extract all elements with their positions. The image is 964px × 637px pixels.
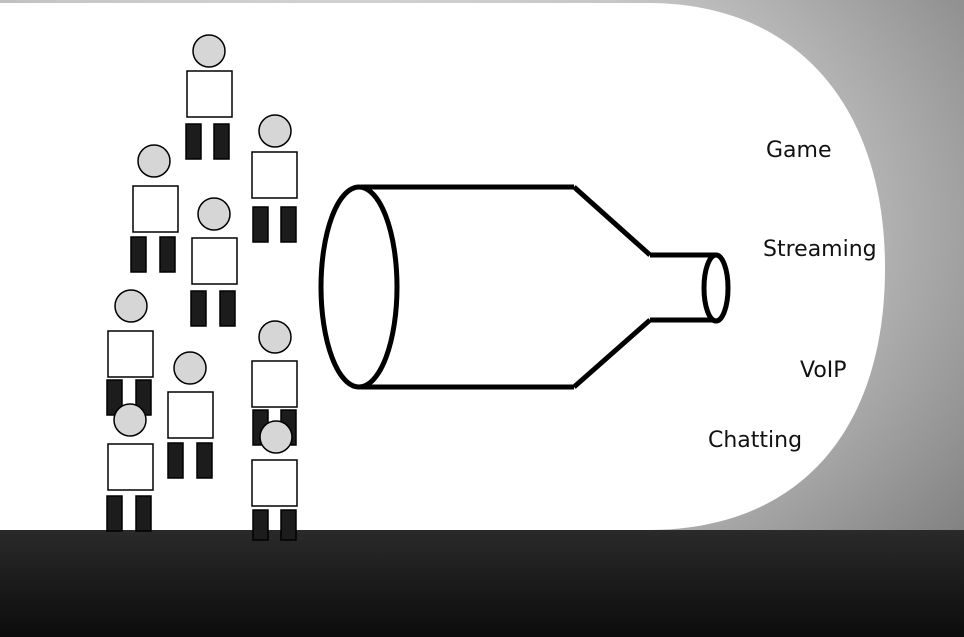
person-head <box>115 290 147 322</box>
label-game: Game <box>766 140 832 162</box>
person-body <box>192 238 237 284</box>
person-body <box>252 152 297 198</box>
bottle-mouth <box>321 187 397 387</box>
person-leg <box>253 207 268 242</box>
person-head <box>198 198 230 230</box>
person-head <box>174 352 206 384</box>
person-head <box>114 404 146 436</box>
person-leg <box>186 124 201 159</box>
ground-band <box>0 530 964 637</box>
person-leg <box>168 443 183 478</box>
person-leg <box>160 237 175 272</box>
label-voip: VoIP <box>800 360 847 382</box>
person-leg <box>197 443 212 478</box>
person-head <box>260 421 292 453</box>
person-head <box>138 145 170 177</box>
person-body <box>187 71 232 117</box>
person-leg <box>131 237 146 272</box>
person-body <box>252 361 297 407</box>
person-leg <box>191 291 206 326</box>
person-leg <box>136 496 151 531</box>
person-body <box>108 331 153 377</box>
person-leg <box>107 496 122 531</box>
person-leg <box>281 207 296 242</box>
person-leg <box>214 124 229 159</box>
person-leg <box>281 510 296 540</box>
person-body <box>108 444 153 490</box>
person-head <box>259 321 291 353</box>
person-body <box>168 392 213 438</box>
person-body <box>252 460 297 506</box>
person-head <box>259 115 291 147</box>
person-leg <box>253 510 268 540</box>
person-head <box>193 35 225 67</box>
label-chatting: Chatting <box>708 430 802 452</box>
person-leg <box>220 291 235 326</box>
bottle-neck-opening <box>704 255 728 321</box>
label-streaming: Streaming <box>763 239 877 261</box>
person-body <box>133 186 178 232</box>
